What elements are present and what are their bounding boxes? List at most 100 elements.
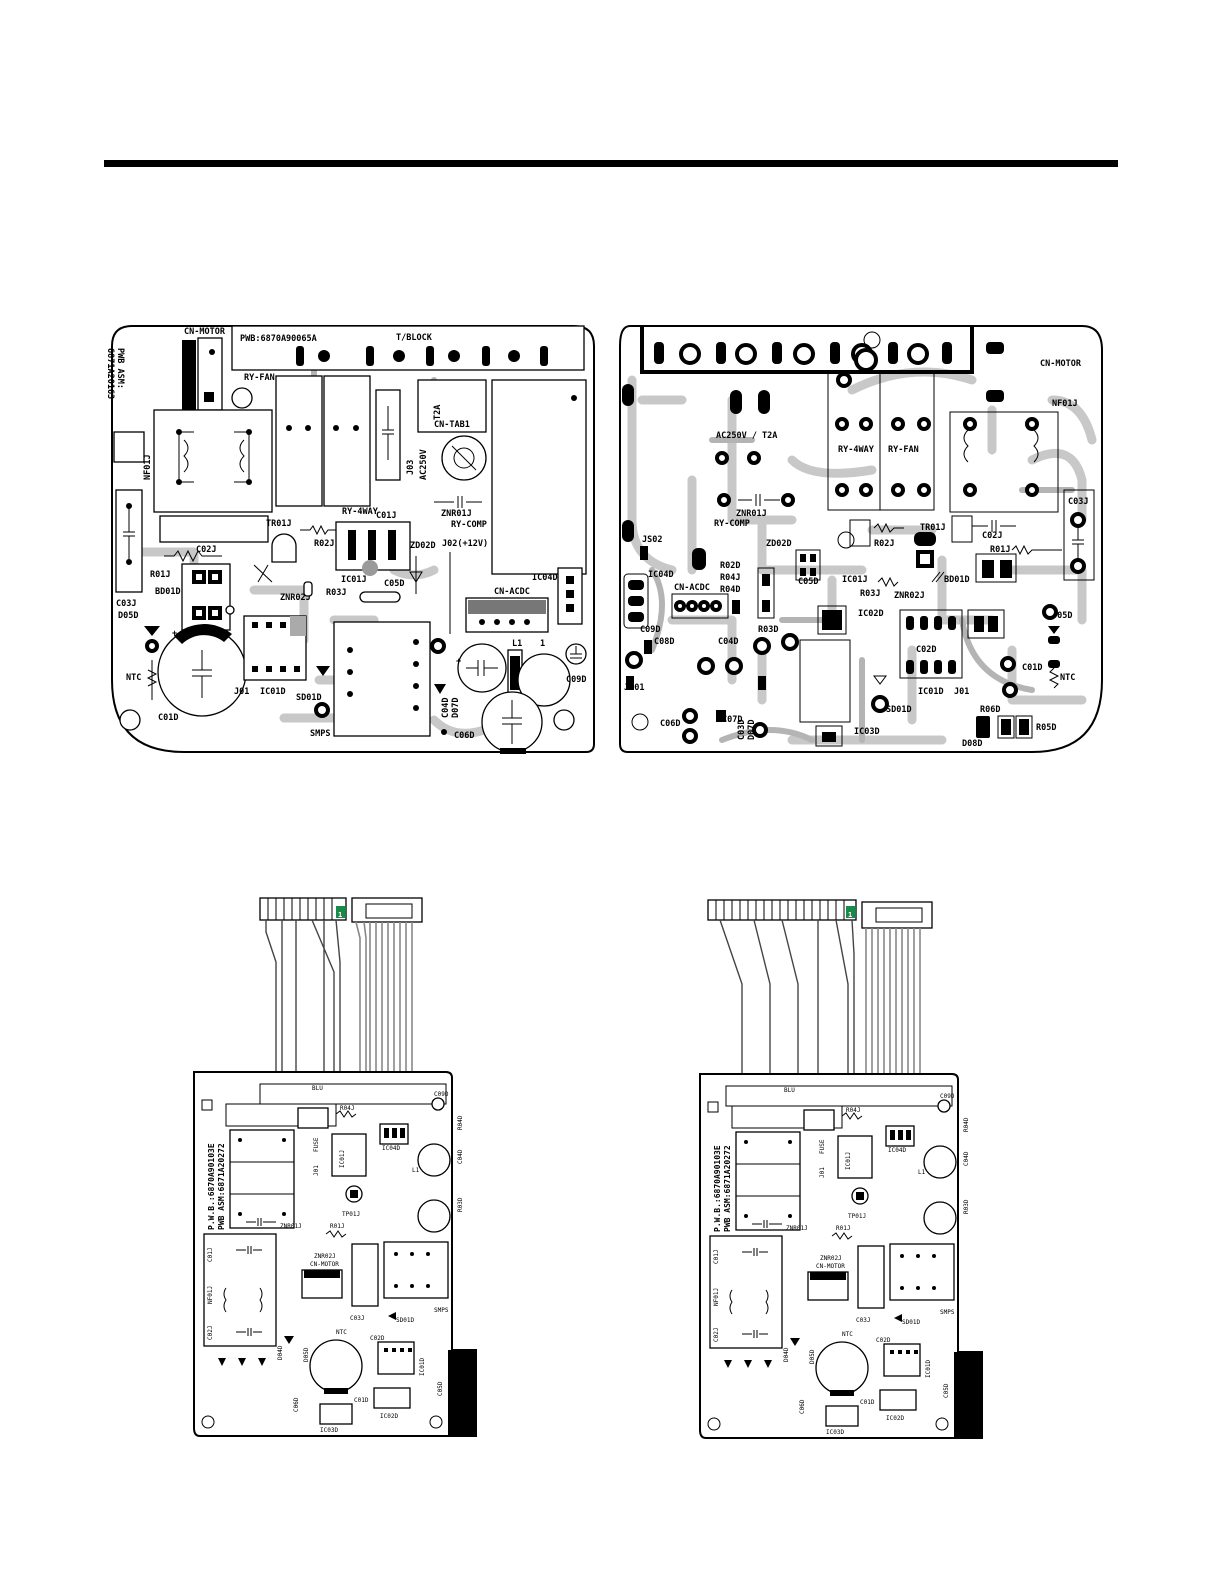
- c03j-label: C03J: [350, 1315, 364, 1322]
- t2a-label: T2A: [433, 405, 443, 420]
- ic01j-label: IC01J: [341, 575, 367, 585]
- c01d-label: C01D: [1022, 663, 1042, 673]
- smps-label: SMPS: [434, 1307, 449, 1314]
- nf01j-label: NF01J: [713, 1288, 720, 1306]
- j01-label: J01: [313, 1165, 320, 1176]
- bd01d-label: BD01D: [944, 575, 970, 585]
- nf01j-label: NF01J: [143, 454, 153, 480]
- c05d-label: C05D: [943, 1383, 950, 1398]
- c03j-label: C03J: [116, 599, 136, 609]
- ic01d-label: IC01D: [925, 1360, 932, 1378]
- d04d-label: D04D: [783, 1347, 790, 1362]
- sd01d-label: SD01D: [902, 1319, 920, 1326]
- t-block-label: T/BLOCK: [396, 333, 433, 343]
- r03d-label: R03D: [963, 1199, 970, 1214]
- d07d-label: D07D: [451, 698, 461, 718]
- connector-pin-1: 1: [848, 911, 852, 919]
- svg-text:IC01J: IC01J: [339, 1150, 346, 1168]
- asm-label: PWB ASM:6871A20272: [217, 1143, 226, 1230]
- pwb-label: P.W.B.:6870A90103E: [207, 1143, 216, 1230]
- ry-comp-relay: [491, 379, 587, 575]
- j03-label: J03: [406, 460, 416, 475]
- cn-motor-label: CN-MOTOR: [1040, 359, 1082, 369]
- ic03d-label: IC03D: [826, 1429, 844, 1436]
- ntc-label: NTC: [336, 1329, 347, 1336]
- c02d-label: C02D: [370, 1335, 385, 1342]
- ac250v-label: AC250V: [419, 449, 429, 480]
- logo-box: [113, 431, 145, 463]
- js02-label: JS02: [642, 535, 662, 545]
- ntc-label: NTC: [126, 673, 141, 683]
- znr02j-label: ZNR02J: [894, 591, 925, 601]
- r02j-label: R02J: [874, 539, 894, 549]
- c04d-label: C04D: [441, 698, 451, 718]
- ry-comp-label: RY-COMP: [451, 520, 487, 530]
- t-block: [231, 325, 585, 371]
- asm-label: PWB ASM:6871A20272: [723, 1145, 732, 1232]
- c05d-label: C05D: [384, 579, 404, 589]
- svg-text:BLU: BLU: [312, 1085, 323, 1092]
- c02j-body: [159, 515, 269, 543]
- svg-text:+: +: [456, 657, 461, 667]
- ry-4way-label: RY-4WAY: [342, 507, 379, 517]
- c02j-label: C02J: [196, 545, 216, 555]
- ry-fan-relay: [275, 375, 323, 507]
- fuse-label: FUSE: [313, 1137, 320, 1152]
- j01-label: J01: [234, 687, 249, 697]
- ic02d-label: IC02D: [886, 1415, 904, 1422]
- ic04d-label: IC04D: [532, 573, 558, 583]
- pin1-label: 1: [540, 639, 545, 649]
- sd01d-label: SD01D: [886, 705, 912, 715]
- pcb-lower-left: 1 BLU P.W.B.:6870A90103E PWB ASM:6871A20…: [193, 897, 477, 1437]
- board-outline: [619, 325, 1103, 753]
- j02-label: J02(+12V): [442, 539, 488, 549]
- znr01j-label: ZNR01J: [786, 1225, 808, 1232]
- r03d-label: R03D: [457, 1197, 464, 1212]
- c04d-label: C04D: [718, 637, 738, 647]
- c06d-label: C06D: [293, 1397, 300, 1412]
- zd02d-label: ZD02D: [766, 539, 792, 549]
- asm-label-line1: PWB ASM:: [115, 348, 125, 389]
- zd02d-label: ZD02D: [410, 541, 436, 551]
- ry-fan-label: RY-FAN: [244, 373, 275, 383]
- connector-left: [259, 897, 347, 921]
- c-electrolytic: [517, 653, 571, 707]
- c03d-label: C03D: [737, 720, 747, 740]
- r01j-label: R01J: [330, 1223, 344, 1230]
- svg-text:BLU: BLU: [784, 1087, 795, 1094]
- c06d-label: C06D: [660, 719, 680, 729]
- ic02d-label: IC02D: [380, 1413, 398, 1420]
- smps-label: SMPS: [310, 729, 330, 739]
- j01-label: J01: [819, 1167, 826, 1178]
- ic01d-label: IC01D: [918, 687, 944, 697]
- ac250v-t2a-label: AC250V / T2A: [716, 431, 777, 441]
- l1-label: L1: [918, 1169, 926, 1176]
- c02j-label: C02J: [982, 531, 1002, 541]
- cn-tab1-label: CN-TAB1: [434, 420, 470, 430]
- r04d-label: R04D: [963, 1117, 970, 1132]
- sd01d-label: SD01D: [296, 693, 322, 703]
- tr01j-label: TR01J: [920, 523, 946, 533]
- d05d-label: D05D: [303, 1347, 310, 1362]
- ic01d-label: IC01D: [419, 1358, 426, 1376]
- asm-label-line2: 6871A20163: [105, 348, 115, 399]
- nf01j-label: NF01J: [1052, 399, 1078, 409]
- tp01j-label: TP01J: [848, 1213, 866, 1220]
- c01d-capacitor: [157, 627, 247, 717]
- r01j-label: R01J: [990, 545, 1010, 555]
- pwb-label: P.W.B.:6870A90103E: [713, 1145, 722, 1232]
- ic03d-label: IC03D: [854, 727, 880, 737]
- c01j-label: C01J: [713, 1250, 720, 1264]
- svg-text:+: +: [172, 629, 177, 639]
- connector-right: [861, 901, 933, 929]
- c08d-label: C08D: [654, 637, 674, 647]
- nf01j-label: NF01J: [207, 1286, 214, 1304]
- smps-label: SMPS: [940, 1309, 955, 1316]
- d05d-label: D05D: [809, 1349, 816, 1364]
- ic04d-label: IC04D: [648, 570, 674, 580]
- d05d-label: D05D: [1052, 611, 1072, 621]
- c09d-label: C09D: [640, 625, 660, 635]
- r03d-label: R03D: [758, 625, 778, 635]
- connector-left: [707, 899, 857, 921]
- c02d-label: C02D: [916, 645, 936, 655]
